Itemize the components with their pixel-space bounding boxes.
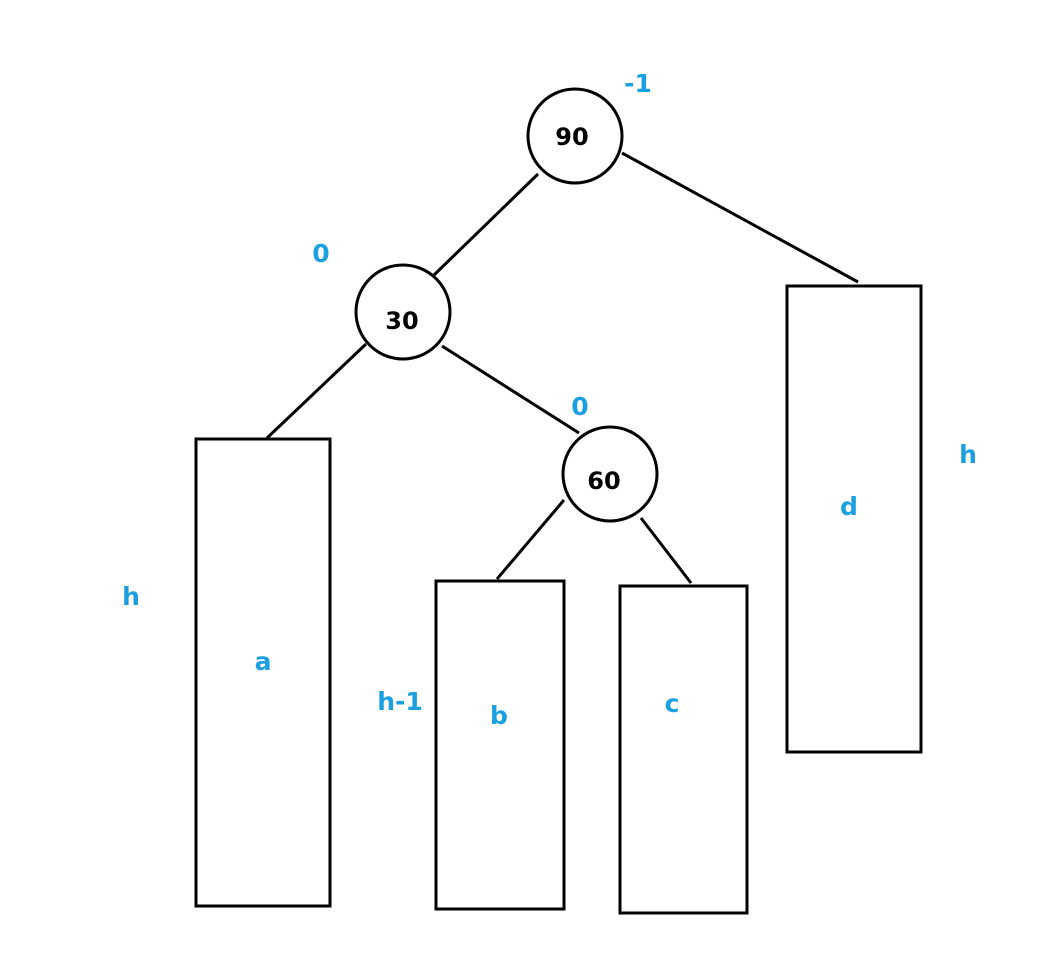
subtree-d-box	[785, 284, 923, 754]
edge-60-c	[639, 517, 693, 584]
subtree-d-label: d	[840, 492, 858, 521]
node-60-balance-factor: 0	[571, 392, 588, 421]
edge-30-60	[441, 344, 580, 435]
subtree-a-label: a	[255, 647, 272, 676]
node-60-circle	[561, 425, 659, 523]
node-30-value: 30	[385, 307, 418, 335]
subtree-c-box	[618, 584, 749, 915]
edge-30-a	[265, 342, 368, 440]
subtree-b-box	[434, 579, 566, 911]
subtree-b-label: b	[490, 701, 508, 730]
node-30-balance-factor: 0	[312, 239, 329, 268]
node-30-circle	[354, 263, 452, 361]
node-60-value: 60	[587, 467, 620, 495]
subtree-a-box	[194, 437, 332, 908]
subtree-c-label: c	[665, 689, 680, 718]
node-90-circle	[526, 87, 624, 185]
edge-90-d	[621, 151, 859, 284]
subtree-d-height: h	[959, 440, 977, 469]
subtree-b-height: h-1	[377, 687, 423, 716]
node-90-value: 90	[555, 123, 588, 151]
subtree-a-height: h	[122, 582, 140, 611]
node-90-balance-factor: -1	[624, 69, 652, 98]
edge-90-30	[432, 172, 540, 277]
edge-60-b	[495, 499, 566, 580]
